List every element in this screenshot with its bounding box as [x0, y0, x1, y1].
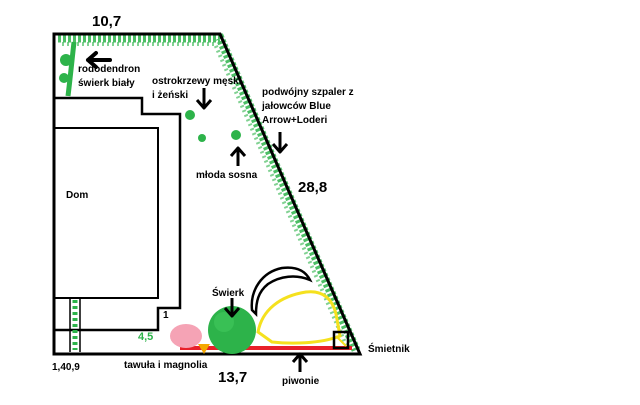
curved-bed-edge — [250, 266, 313, 318]
arrow-up-icon — [229, 146, 247, 166]
label-smietnik: Śmietnik — [368, 342, 410, 355]
dim-top: 10,7 — [92, 13, 121, 30]
label-szpaler-1: podwójny szpaler z — [262, 87, 354, 98]
label-szpaler-2: jałowców Blue — [261, 101, 331, 112]
arrow-left-icon — [86, 51, 112, 69]
arrow-down-icon — [195, 88, 213, 110]
label-mloda-sosna: młoda sosna — [196, 170, 258, 181]
arrow-up-icon — [291, 352, 309, 372]
plant-dots — [59, 54, 241, 142]
label-rododendron: rododendron — [78, 64, 140, 75]
dim-bottom-left: 1,40,9 — [52, 362, 80, 373]
tawula-shape — [170, 324, 202, 348]
dim-bottom: 13,7 — [218, 369, 247, 386]
dim-step: 1 — [163, 310, 169, 321]
house-outline — [54, 96, 182, 332]
label-piwonie: piwonie — [282, 376, 320, 387]
house-inner — [53, 127, 159, 299]
trash-bin-icon — [332, 330, 350, 350]
spruce-tree — [208, 306, 256, 354]
dim-left-low: 4,5 — [138, 331, 153, 343]
label-ostrokrzewy-2: i żeński — [152, 90, 188, 101]
bottom-left-strip — [69, 298, 81, 352]
label-tawula: tawuła i magnolia — [124, 360, 208, 371]
hedge-band — [58, 33, 361, 352]
label-ostrokrzewy-1: ostrokrzewy męski — [152, 76, 242, 87]
yellow-bed — [256, 290, 342, 345]
label-swierk-bialy: świerk biały — [78, 78, 135, 89]
label-swierk: Świerk — [212, 286, 245, 299]
label-szpaler-3: Arrow+Loderi — [262, 115, 328, 126]
arrow-down-icon — [223, 298, 241, 318]
left-plant-strip — [65, 41, 77, 97]
dim-diagonal: 28,8 — [298, 179, 327, 196]
arrow-down-icon — [271, 132, 289, 154]
label-dom: Dom — [66, 190, 88, 201]
magnolia-marker — [198, 344, 210, 354]
